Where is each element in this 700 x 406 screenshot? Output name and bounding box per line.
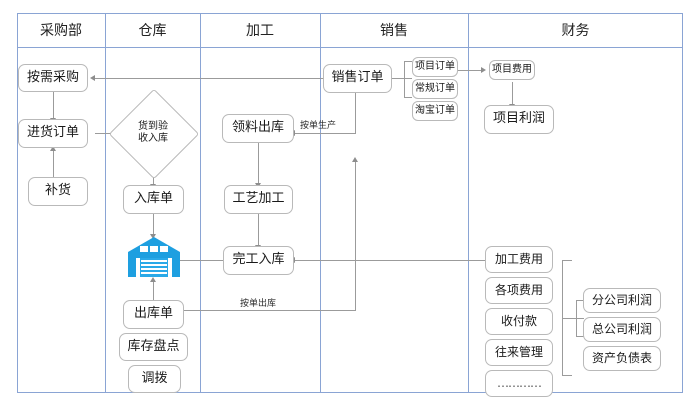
conn-bracket-to-balance-sheet — [576, 336, 584, 337]
conn-cost-to-profit — [512, 82, 513, 105]
node-company-profit[interactable]: 总公司利润 — [583, 317, 661, 342]
edge-label-make-to-order: 按单生产 — [300, 121, 337, 131]
header-separator — [17, 47, 683, 48]
lane-title-purchasing: 采购部 — [40, 23, 82, 39]
node-etc[interactable]: ………… — [485, 370, 553, 397]
swimlane-frame — [17, 13, 683, 393]
conn-ship-up — [355, 160, 356, 311]
node-outbound-order[interactable]: 出库单 — [123, 300, 184, 329]
lane-title-sales: 销售 — [380, 23, 408, 39]
node-receipt-payment[interactable]: 收付款 — [485, 308, 553, 335]
conn-fee-bracket-stem — [562, 260, 572, 261]
node-various-fees[interactable]: 各项费用 — [485, 277, 553, 304]
warehouse-icon — [127, 236, 181, 282]
node-processing-fee[interactable]: 加工费用 — [485, 246, 553, 273]
conn-project-order-to-cost — [458, 70, 482, 71]
conn-fee-bracket-out — [562, 318, 576, 319]
node-transfer[interactable]: 调拨 — [128, 365, 181, 393]
conn-pick-to-craft — [258, 143, 259, 184]
node-pick-outbound[interactable]: 领料出库 — [222, 114, 294, 143]
conn-outbound-to-warehouse — [153, 280, 154, 300]
conn-sales-bracket-stem — [392, 78, 404, 79]
node-balance-sheet[interactable]: 资产负债表 — [583, 346, 661, 371]
lane-divider-3 — [320, 13, 321, 393]
lane-divider-1 — [105, 13, 106, 393]
conn-make-to-pick — [295, 133, 356, 134]
conn-bracket-to-company-profit — [576, 318, 584, 319]
node-demand-purchase[interactable]: 按需采购 — [18, 64, 88, 92]
conn-finish-to-warehouse — [178, 260, 223, 261]
conn-bracket-to-project-order — [404, 61, 412, 62]
conn-replenish-to-po — [53, 148, 54, 177]
conn-fee-bracket-bottom — [562, 375, 572, 376]
lane-divider-4 — [468, 13, 469, 393]
node-project-order[interactable]: 项目订单 — [412, 57, 458, 77]
conn-po-to-inspect — [95, 133, 115, 134]
node-regular-order[interactable]: 常规订单 — [412, 79, 458, 99]
lane-title-finance: 财务 — [561, 23, 590, 39]
node-project-profit[interactable]: 项目利润 — [484, 105, 554, 134]
node-project-cost[interactable]: 项目费用 — [489, 60, 535, 80]
node-process-craft[interactable]: 工艺加工 — [224, 185, 293, 214]
node-purchase-order[interactable]: 进货订单 — [18, 119, 88, 148]
conn-demand-to-po — [53, 92, 54, 119]
arrow-outbound-to-warehouse — [149, 277, 156, 282]
goods-inspect-line2: 收入库 — [138, 133, 168, 144]
node-replenish[interactable]: 补货 — [28, 177, 88, 206]
lane-title-processing: 加工 — [246, 23, 274, 39]
node-taobao-order[interactable]: 淘宝订单 — [412, 101, 458, 121]
conn-sales-down-make — [355, 92, 356, 134]
edge-label-ship-to-order: 按单出库 — [240, 299, 277, 309]
conn-outbound-right — [178, 310, 356, 311]
node-finish-inbound[interactable]: 完工入库 — [223, 246, 294, 275]
node-branch-profit[interactable]: 分公司利润 — [583, 288, 661, 313]
arrow-sales-to-demand — [90, 74, 95, 81]
lane-title-warehouse: 仓库 — [138, 23, 167, 39]
conn-bracket-to-regular-order — [404, 78, 412, 79]
lane-divider-2 — [200, 13, 201, 393]
conn-sales-bracket-spine — [404, 61, 405, 97]
node-goods-inspect: 货到验 收入库 — [122, 102, 184, 164]
node-sales-order[interactable]: 销售订单 — [323, 64, 392, 93]
conn-fee-to-finish — [295, 260, 485, 261]
node-inbound-order[interactable]: 入库单 — [123, 185, 184, 214]
conn-inbound-to-warehouse — [153, 214, 154, 236]
node-stock-count[interactable]: 库存盘点 — [119, 333, 188, 361]
node-transaction-mgmt[interactable]: 往来管理 — [485, 339, 553, 366]
conn-fee-bracket-spine — [562, 260, 563, 375]
arrow-project-order-to-cost — [481, 66, 486, 73]
arrow-inbound-to-warehouse — [149, 234, 156, 239]
conn-bracket-to-branch-profit — [576, 300, 584, 301]
conn-craft-to-finish — [258, 214, 259, 246]
conn-sales-to-demand — [95, 78, 323, 79]
goods-inspect-line1: 货到验 — [138, 120, 168, 132]
conn-bracket-to-taobao-order — [404, 97, 412, 98]
arrow-ship-to-sales — [351, 157, 358, 162]
arrow-replenish-to-po — [49, 146, 56, 151]
